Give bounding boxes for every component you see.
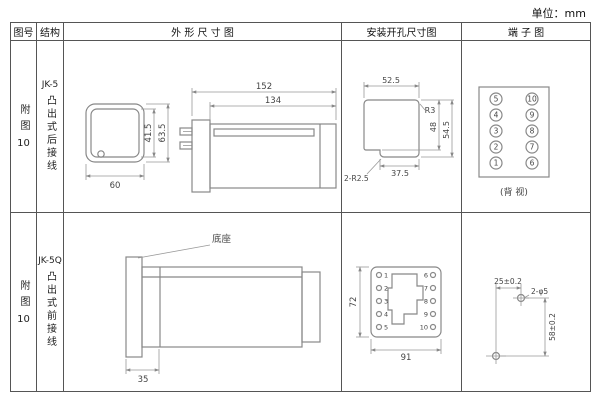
- terminal-circles: [488, 91, 539, 170]
- structure-cell-jk5q: JK-5Q 凸出式前接线: [37, 213, 64, 391]
- hole-9: 9: [424, 311, 428, 319]
- header-fig-no: 图号: [11, 23, 37, 41]
- terminal-6: 6: [529, 158, 534, 167]
- center-cutout: [387, 273, 424, 325]
- drill-holes: [491, 293, 525, 361]
- dimension-lines: [125, 244, 211, 374]
- terminal-5: 5: [493, 94, 498, 103]
- mounting-plate: [370, 266, 442, 338]
- terminal-cell-jk5: 5 4 3 2 1 10 9 8 7 6 (背 视): [462, 41, 590, 213]
- header-terminal: 端 子 图: [462, 23, 590, 41]
- outline-drawing-jk5: 152 134 41.5 63.5 60: [85, 82, 337, 193]
- terminal-3: 3: [493, 126, 498, 135]
- header-outline: 外 形 尺 寸 图: [64, 23, 342, 41]
- terminal-9: 9: [529, 110, 534, 119]
- dimension-lines: [85, 87, 337, 180]
- dimension-lines: [356, 266, 442, 354]
- terminal-7: 7: [529, 142, 534, 151]
- dim-37-5: 37.5: [391, 169, 409, 178]
- dim-54-5: 54.5: [442, 121, 451, 139]
- terminal-1: 1: [493, 158, 498, 167]
- terminal-4: 4: [493, 110, 498, 119]
- hole-4: 4: [384, 311, 388, 319]
- hole-3: 3: [384, 298, 388, 306]
- dim-91: 91: [401, 353, 412, 363]
- dim-58: 58±0.2: [548, 313, 557, 341]
- drill-drawing-jk5q: 25±0.2 2-φ5 58±0.2: [485, 277, 557, 364]
- drill-cell-jk5q: 25±0.2 2-φ5 58±0.2: [462, 213, 590, 391]
- hole-2: 2: [384, 285, 388, 293]
- structure-desc: 凸出式前接线: [44, 270, 56, 349]
- fig-number: 10: [17, 313, 30, 325]
- dim-152: 152: [256, 82, 272, 92]
- terminal-2: 2: [493, 142, 498, 151]
- hole-8: 8: [424, 298, 428, 306]
- dimension-lines: [363, 81, 454, 174]
- terminal-10: 10: [527, 94, 537, 103]
- mounting-drawing-jk5q: 1 2 3 4 5 6 7 8 9 10: [349, 266, 442, 363]
- dim-2-r2-5: 2-R2.5: [344, 174, 369, 183]
- dim-48: 48: [429, 121, 438, 131]
- model-label: JK-5: [41, 80, 59, 90]
- dim-52-5: 52.5: [382, 76, 400, 85]
- terminal-8: 8: [529, 126, 534, 135]
- hole-1: 1: [384, 272, 388, 280]
- terminal-diagram-jk5: 5 4 3 2 1 10 9 8 7 6 (背 视): [477, 85, 550, 198]
- structure-desc: 凸出式后接线: [44, 95, 56, 173]
- dim-72: 72: [349, 297, 359, 308]
- fig-number: 10: [17, 138, 30, 149]
- dimension-lines: [495, 284, 549, 357]
- dim-r3: R3: [425, 106, 436, 115]
- dim-35: 35: [138, 375, 149, 385]
- header-mounting: 安装开孔尺寸图: [342, 23, 462, 41]
- terminal-box: [477, 85, 550, 178]
- dim-2-phi5: 2-φ5: [531, 287, 548, 296]
- dim-60: 60: [110, 181, 121, 191]
- hole-5: 5: [384, 324, 388, 332]
- model-label: JK-5Q: [38, 255, 62, 266]
- dim-41-5: 41.5: [144, 123, 154, 142]
- base-label: 底座: [212, 233, 232, 245]
- dim-63-5: 63.5: [158, 123, 168, 142]
- rear-view-caption: (背 视): [500, 186, 528, 198]
- cutout-outline: [363, 98, 420, 158]
- outline-cell-jk5: 152 134 41.5 63.5 60: [64, 41, 342, 213]
- fig-label: 附图: [18, 104, 29, 136]
- drawing-table: 图号 结构 外 形 尺 寸 图 安装开孔尺寸图 端 子 图 附图 10 JK-5…: [10, 22, 591, 392]
- mounting-cell-jk5: 52.5 R3 48 54.5 37.5 2-R2.5: [342, 41, 462, 213]
- dim-134: 134: [265, 96, 281, 106]
- side-view: [179, 118, 337, 193]
- fig-no-cell-jk5q: 附图 10: [11, 213, 37, 391]
- mounting-cell-jk5q: 1 2 3 4 5 6 7 8 9 10: [342, 213, 462, 391]
- outline-cell-jk5q: 底座 35: [64, 213, 342, 391]
- front-view: [85, 102, 145, 163]
- structure-cell-jk5: JK-5 凸出式后接线: [37, 41, 64, 213]
- dim-25: 25±0.2: [494, 277, 522, 286]
- terminal-holes: [375, 271, 437, 331]
- hole-6: 6: [424, 272, 428, 280]
- fig-label: 附图: [18, 279, 29, 312]
- fig-no-cell-jk5: 附图 10: [11, 41, 37, 213]
- header-structure: 结构: [37, 23, 64, 41]
- hole-10: 10: [420, 324, 428, 332]
- side-view: [125, 256, 321, 358]
- mounting-drawing-jk5: 52.5 R3 48 54.5 37.5 2-R2.5: [344, 76, 454, 183]
- outline-drawing-jk5q: 底座 35: [125, 233, 321, 385]
- hole-7: 7: [424, 285, 428, 293]
- unit-label: 单位：mm: [531, 7, 586, 20]
